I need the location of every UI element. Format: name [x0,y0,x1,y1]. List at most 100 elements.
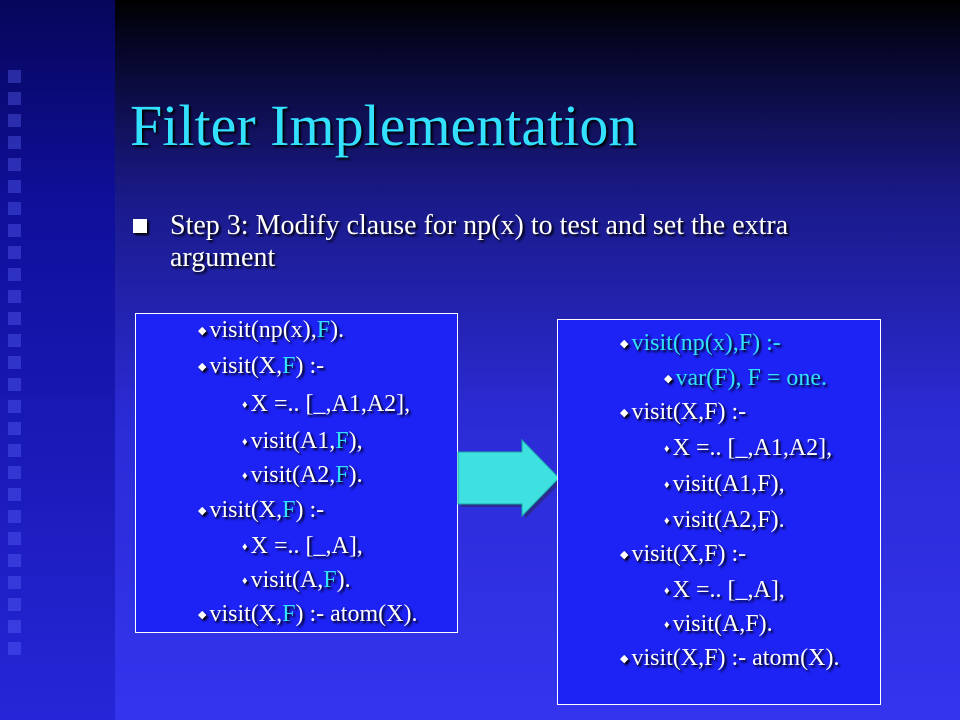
code-var-f: F [282,497,296,523]
code-text: ). [336,567,351,593]
code-var-f: F [316,317,331,343]
code-line: ♦visit(A,F). [242,566,351,595]
decorative-square [8,290,21,303]
code-line: ◆visit(X,F) :- atom(X). [620,644,839,673]
slide-title: Filter Implementation [130,93,638,158]
diamond-bullet-icon: ◆ [198,325,207,337]
code-var-f: F [323,567,337,593]
decorative-square [8,202,21,215]
code-text: visit(X,F) :- [631,399,747,425]
code-text: X =.. [_,A1,A2], [250,391,411,417]
code-text: ). [330,317,345,343]
decorative-square [8,180,21,193]
decorative-square [8,334,21,347]
diamond-bullet-icon: ◆ [198,505,207,517]
code-var-f: F [335,428,349,454]
decorative-square [8,620,21,633]
code-text: visit(np(x), [209,317,317,343]
code-text: visit(X,F) :- atom(X). [631,645,840,671]
code-line: ♦visit(A1,F), [664,470,785,499]
code-text: ), [348,428,363,454]
diamond-bullet-icon: ♦ [664,515,670,527]
square-bullet-icon [133,219,147,233]
code-line: ♦X =.. [_,A], [664,576,785,605]
diamond-bullet-icon: ◆ [620,653,629,665]
diamond-bullet-icon: ◆ [198,361,207,373]
code-line-highlighted: ◆var(F), F = one. [664,364,827,393]
code-line: ♦visit(A1,F), [242,427,363,456]
decorative-square [8,510,21,523]
original-code-box: ◆visit(np(x),F). ◆visit(X,F) :- ♦X =.. [… [135,313,458,633]
decorative-square [8,598,21,611]
decorative-square [8,554,21,567]
decorative-square [8,378,21,391]
code-line: ♦X =.. [_,A], [242,532,363,561]
decorative-square [8,224,21,237]
decorative-square [8,422,21,435]
code-text: X =.. [_,A], [672,577,785,603]
diamond-bullet-icon: ◆ [620,338,629,350]
decorative-square [8,356,21,369]
diamond-bullet-icon: ♦ [664,619,670,631]
code-var-f: F [282,353,296,379]
code-line: ♦visit(A2,F). [664,506,785,535]
code-line: ◆visit(X,F) :- [620,398,746,427]
code-line: ♦X =.. [_,A1,A2], [242,390,410,419]
decorative-square [8,158,21,171]
code-line: ◆visit(X,F) :- [198,352,324,381]
code-text: X =.. [_,A1,A2], [672,435,833,461]
decorative-square [8,114,21,127]
code-text: var(F), F = one. [675,365,827,391]
right-arrow-icon [457,438,562,518]
code-line: ◆visit(X,F) :- atom(X). [198,600,417,629]
modified-code-box: ◆visit(np(x),F) :- ◆var(F), F = one. ◆vi… [557,319,881,705]
code-text: visit(X, [209,353,283,379]
code-line: ♦visit(A,F). [664,610,773,639]
decorative-square [8,642,21,655]
left-decorative-band [0,0,115,720]
decorative-square [8,136,21,149]
code-line: ♦visit(A2,F). [242,461,363,490]
code-var-f: F [282,601,296,627]
diamond-bullet-icon: ♦ [242,575,248,587]
diamond-bullet-icon: ♦ [242,541,248,553]
code-var-f: F [335,462,349,488]
diamond-bullet-icon: ◆ [198,609,207,621]
code-text: visit(A, [250,567,324,593]
decorative-square [8,466,21,479]
code-text: visit(A1, [250,428,336,454]
code-text: ) :- [295,497,325,523]
code-text: ) :- [295,353,325,379]
code-text: visit(np(x),F) :- [631,330,781,356]
diamond-bullet-icon: ♦ [242,470,248,482]
decorative-square [8,70,21,83]
code-text: visit(A1,F), [672,471,785,497]
decorative-square [8,400,21,413]
code-line: ◆visit(np(x),F). [198,316,344,345]
decorative-square [8,312,21,325]
diamond-bullet-icon: ♦ [242,436,248,448]
code-line: ◆visit(X,F) :- [620,540,746,569]
code-text: ). [348,462,363,488]
code-text: visit(X, [209,497,283,523]
decorative-square [8,268,21,281]
decorative-square [8,532,21,545]
code-text: ) :- atom(X). [295,601,418,627]
code-text: visit(A,F). [672,611,773,637]
code-text: visit(X,F) :- [631,541,747,567]
diamond-bullet-icon: ◆ [620,407,629,419]
diamond-bullet-icon: ♦ [664,585,670,597]
decorative-square [8,92,21,105]
code-line-highlighted: ◆visit(np(x),F) :- [620,329,781,358]
decorative-square [8,488,21,501]
diamond-bullet-icon: ◆ [620,549,629,561]
diamond-bullet-icon: ♦ [664,479,670,491]
code-text: visit(A2, [250,462,336,488]
decorative-square [8,246,21,259]
decorative-square [8,576,21,589]
code-line: ◆visit(X,F) :- [198,496,324,525]
decorative-square [8,444,21,457]
diamond-bullet-icon: ♦ [664,443,670,455]
bullet-step-3: Step 3: Modify clause for np(x) to test … [133,210,893,274]
code-line: ♦X =.. [_,A1,A2], [664,434,832,463]
